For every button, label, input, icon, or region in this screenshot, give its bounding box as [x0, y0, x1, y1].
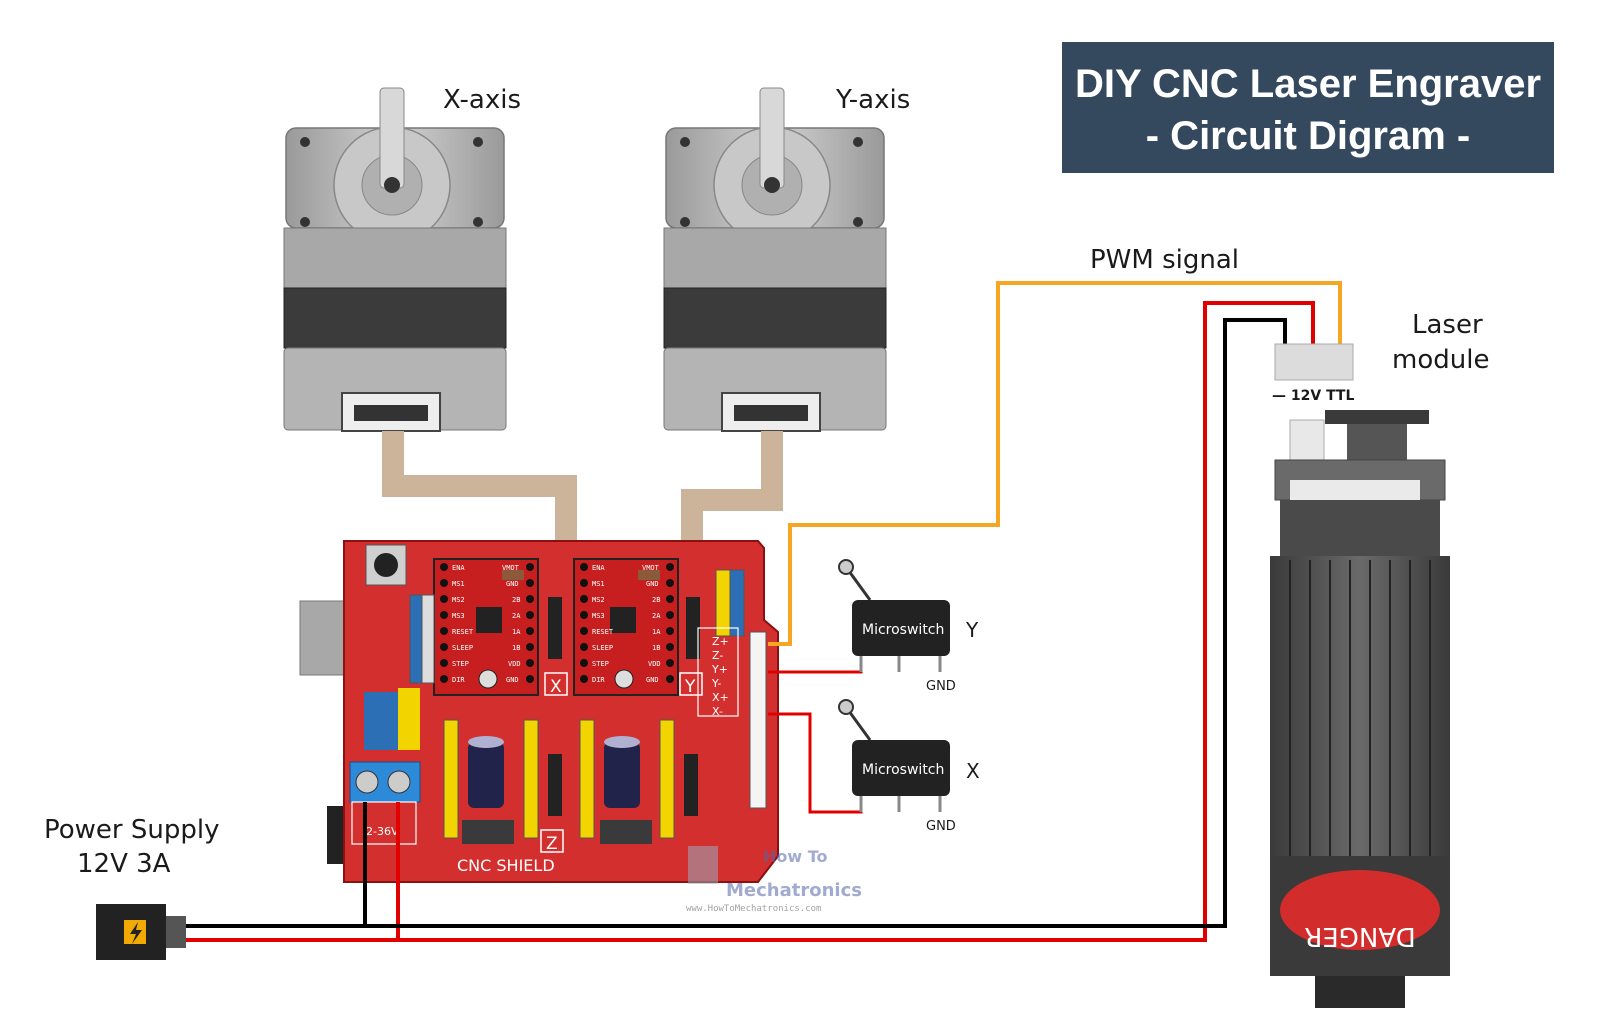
driver-y-pin-vdd: VDD — [648, 660, 661, 668]
driver-x-pin-ms2: MS2 — [452, 596, 465, 604]
ground-wire — [363, 318, 1287, 928]
switch-y-signal-wire — [768, 656, 863, 674]
switch-x-signal-wire — [768, 712, 863, 814]
laser-power-wire — [396, 301, 1315, 942]
driver-y-pin-1a: 1A — [652, 628, 661, 636]
microswitch-x-name: Microswitch — [862, 762, 944, 778]
driver-x-pin-ms3: MS3 — [452, 612, 465, 620]
driver-x-pin-reset: RESET — [452, 628, 474, 636]
stepper-motor-y — [663, 87, 887, 432]
laser-connector-label: — 12V TTL — [1272, 388, 1354, 404]
howtomechatronics-logo: How To Mechatronics www.HowToMechatronic… — [686, 846, 862, 914]
driver-x-pin-2a: 2A — [512, 612, 521, 620]
watermark-url: www.HowToMechatronics.com — [686, 904, 821, 914]
driver-y-pin-gnd2: GND — [646, 676, 659, 684]
driver-x-pin-1a: 1A — [512, 628, 521, 636]
driver-x-pin-step: STEP — [452, 660, 469, 668]
driver-x-pin-sleep: SLEEP — [452, 644, 473, 652]
cnc-shield-board: ENA MS1 MS2 MS3 RESET SLEEP STEP DIR VMO… — [343, 540, 779, 883]
pwm-wire — [768, 281, 1342, 646]
driver-y-pin-2b: 2B — [652, 596, 660, 604]
driver-y-pin-ms3: MS3 — [592, 612, 605, 620]
microswitch-x-axis: X — [966, 759, 980, 783]
driver-y-pin-ms2: MS2 — [592, 596, 605, 604]
driver-y-pin-ms1: MS1 — [592, 580, 605, 588]
pwm-signal-label: PWM signal — [1090, 245, 1239, 275]
driver-x-pin-gnd2: GND — [506, 676, 519, 684]
driver-x-pin-gnd1: GND — [506, 580, 519, 588]
stepper-motor-x — [283, 87, 507, 432]
driver-x-pin-ms1: MS1 — [452, 580, 465, 588]
power-supply-label-line2: 12V 3A — [77, 849, 171, 879]
usb-connector — [299, 600, 351, 676]
title-line1: DIY CNC Laser Engraver — [1074, 62, 1542, 106]
driver-y-pin-2a: 2A — [652, 612, 661, 620]
driver-y-pin-reset: RESET — [592, 628, 614, 636]
title-line2: - Circuit Digram - — [1145, 114, 1471, 158]
driver-y-pin-sleep: SLEEP — [592, 644, 613, 652]
endstop-pin-y-plus: Y+ — [711, 663, 728, 676]
driver-y-pin-ena: ENA — [592, 564, 605, 572]
microswitch-x — [838, 699, 950, 812]
ribbon-cable-y — [681, 431, 783, 560]
driver-x-pin-1b: 1B — [512, 644, 520, 652]
endstop-pin-x-plus: X+ — [712, 691, 729, 704]
watermark-line2: Mechatronics — [726, 880, 862, 901]
driver-y-pin-dir: DIR — [592, 676, 605, 684]
shield-name: CNC SHIELD — [457, 856, 555, 875]
laser-module — [1270, 343, 1450, 1008]
driver-x-pin-ena: ENA — [452, 564, 465, 572]
microswitch-x-gnd: GND — [926, 819, 956, 834]
driver-y-label: Y — [684, 677, 696, 697]
driver-x-label: X — [550, 677, 562, 697]
power-supply-plug — [96, 904, 186, 960]
laser-label-line2: module — [1392, 345, 1489, 375]
x-axis-label: X-axis — [443, 85, 521, 115]
laser-label-line1: Laser — [1412, 310, 1483, 340]
y-axis-label: Y-axis — [835, 85, 910, 115]
endstop-pin-x-minus: X- — [712, 705, 723, 718]
ribbon-cable-x — [382, 431, 577, 560]
microswitch-y-name: Microswitch — [862, 622, 944, 638]
driver-y-pin-step: STEP — [592, 660, 609, 668]
watermark-line1: How To — [763, 847, 828, 866]
laser-danger-text: DANGER — [1304, 921, 1415, 951]
endstop-pin-z-minus: Z- — [712, 649, 723, 662]
title-box: DIY CNC Laser Engraver - Circuit Digram … — [1062, 42, 1554, 173]
microswitch-y-axis: Y — [965, 618, 979, 642]
power-supply-label-line1: Power Supply — [44, 815, 219, 845]
driver-y-pin-1b: 1B — [652, 644, 660, 652]
driver-x-pin-2b: 2B — [512, 596, 520, 604]
microswitch-y — [838, 559, 950, 672]
driver-z-label: Z — [546, 834, 558, 854]
terminal-voltage-label: 2-36V — [366, 825, 399, 838]
endstop-pin-z-plus: Z+ — [712, 635, 729, 648]
endstop-pin-y-minus: Y- — [711, 677, 721, 690]
driver-y-pin-vmot: VMOT — [642, 564, 660, 572]
driver-x-pin-dir: DIR — [452, 676, 465, 684]
microswitch-y-gnd: GND — [926, 679, 956, 694]
driver-y-pin-gnd1: GND — [646, 580, 659, 588]
driver-x-pin-vdd: VDD — [508, 660, 521, 668]
driver-x-pin-vmot: VMOT — [502, 564, 520, 572]
